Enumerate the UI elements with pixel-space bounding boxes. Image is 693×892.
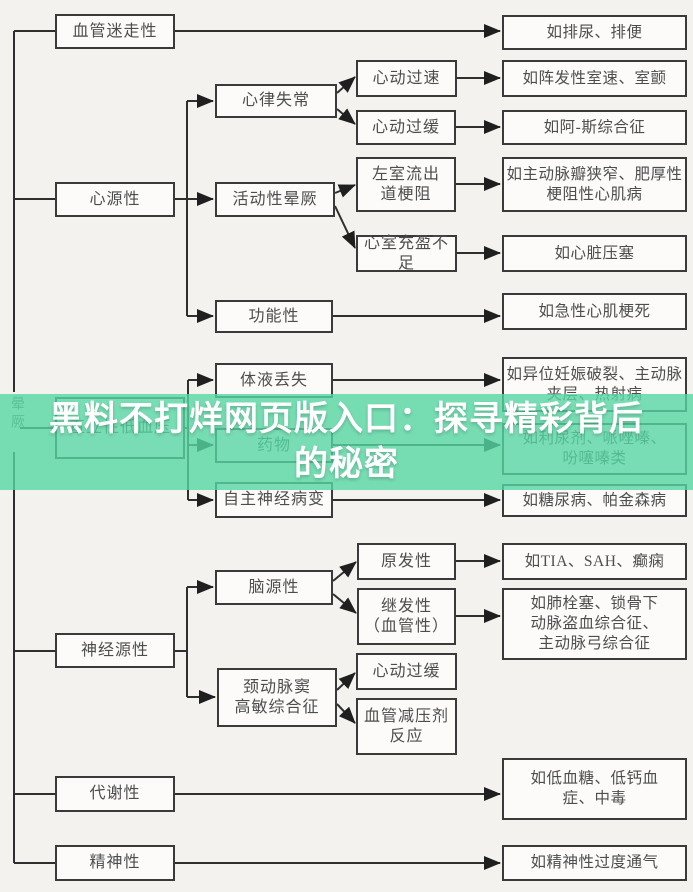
overlay-ad-banner[interactable]: 黑料不打烊网页版入口：探寻精彩背后 的秘密: [0, 394, 693, 490]
banner-title-line1: 黑料不打烊网页版入口：探寻精彩背后: [49, 400, 644, 438]
node-ex-functional: 如急性心肌梗死: [502, 293, 687, 330]
banner-title-line2: 的秘密: [294, 445, 399, 483]
node-secondary: 继发性 （血管性）: [357, 588, 456, 645]
node-cardiac: 心源性: [55, 182, 175, 217]
node-ex-bradycardia: 如阿-斯综合征: [502, 110, 687, 145]
node-exertional: 活动性晕厥: [215, 182, 335, 217]
node-vasovagal: 血管迷走性: [55, 14, 175, 49]
node-filling-deficit: 心室充盈不足: [356, 235, 457, 272]
node-ex-psychogenic: 如精神性过度通气: [502, 845, 687, 881]
node-vasodepressor: 血管减压剂 反应: [356, 698, 457, 755]
node-bradycardia-2: 心动过缓: [356, 653, 457, 690]
node-arrhythmia: 心律失常: [215, 84, 337, 118]
node-ex-secondary: 如肺栓塞、锁骨下 动脉盗血综合征、 主动脉弓综合征: [502, 588, 687, 660]
node-lvot-obstruction: 左室流出 道梗阻: [356, 157, 456, 212]
node-ex-vasovagal: 如排尿、排便: [502, 15, 687, 50]
node-psychogenic: 精神性: [55, 845, 175, 881]
node-ex-filling: 如心脏压塞: [502, 235, 687, 272]
node-cerebral: 脑源性: [215, 570, 333, 605]
node-bradycardia: 心动过缓: [356, 110, 456, 145]
node-ex-primary: 如TIA、SAH、癫痫: [502, 543, 687, 580]
node-fluid-loss: 体液丢失: [215, 363, 333, 398]
node-neurogenic: 神经源性: [55, 633, 175, 668]
node-carotid-sinus: 颈动脉窦 高敏综合征: [217, 668, 337, 727]
node-primary: 原发性: [357, 543, 456, 580]
node-ex-tachycardia: 如阵发性室速、室颤: [502, 60, 687, 97]
node-metabolic: 代谢性: [55, 776, 175, 812]
node-functional: 功能性: [215, 300, 333, 333]
node-ex-lvot: 如主动脉瓣狭窄、肥厚性 梗阻性心肌病: [502, 157, 687, 212]
node-tachycardia: 心动过速: [356, 60, 457, 97]
node-ex-metabolic: 如低血糖、低钙血 症、中毒: [502, 758, 687, 820]
